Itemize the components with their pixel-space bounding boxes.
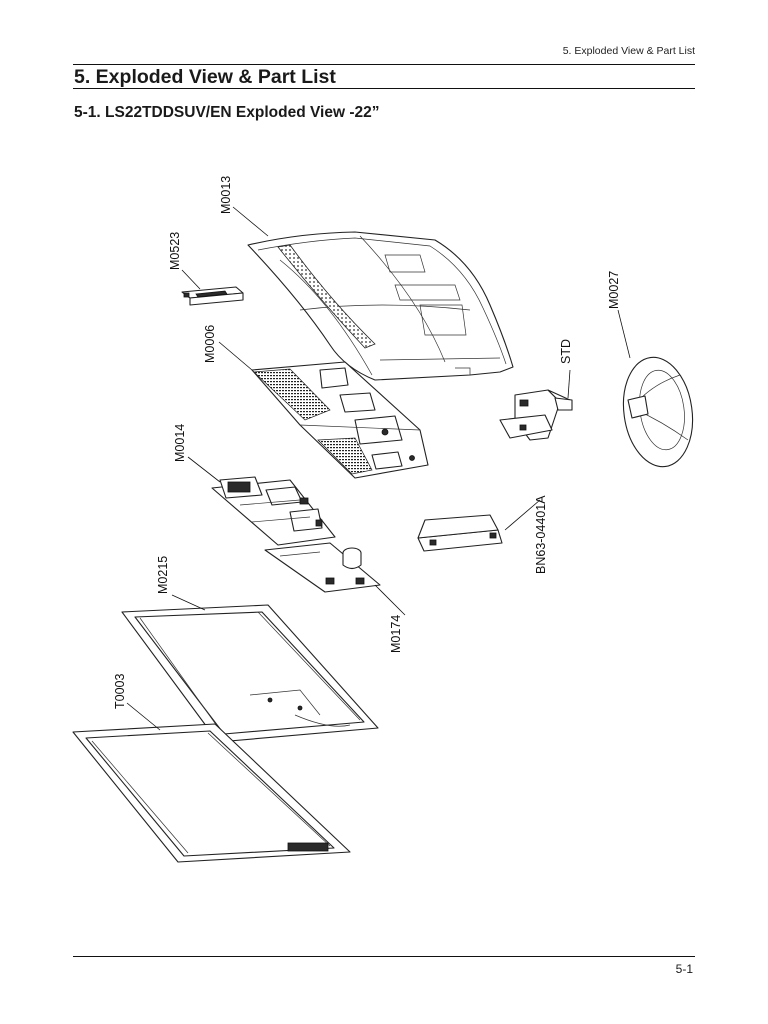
callout-m0523: M0523 <box>168 232 182 270</box>
power-board-part <box>264 542 381 593</box>
header-rule <box>73 64 695 65</box>
callout-t0003: T0003 <box>113 674 127 709</box>
section-title: 5. Exploded View & Part List <box>74 66 336 88</box>
callout-m0027: M0027 <box>607 271 621 309</box>
main-chassis-part <box>251 361 429 479</box>
main-board-part <box>211 476 336 546</box>
stand-neck-part <box>499 389 573 441</box>
small-bracket-part <box>181 286 244 306</box>
callout-m0013: M0013 <box>219 176 233 214</box>
callout-m0215: M0215 <box>156 556 170 594</box>
title-rule <box>73 88 695 89</box>
callout-bn63-04401a: BN63-04401A <box>534 495 548 574</box>
rear-cover-part <box>247 231 514 381</box>
callout-m0014: M0014 <box>173 424 187 462</box>
front-bezel-part <box>72 723 351 863</box>
callout-m0174: M0174 <box>389 615 403 653</box>
stand-base-part <box>622 356 694 468</box>
middle-frame-part <box>121 604 379 743</box>
callout-std: STD <box>559 339 573 364</box>
callout-m0006: M0006 <box>203 325 217 363</box>
bracket-bn63-part <box>417 514 503 552</box>
running-head: 5. Exploded View & Part List <box>562 45 695 57</box>
page-number: 5-1 <box>675 962 693 976</box>
footer-rule <box>73 956 695 957</box>
leader-lines <box>126 206 631 731</box>
subsection-title: 5-1. LS22TDDSUV/EN Exploded View -22” <box>74 104 380 121</box>
